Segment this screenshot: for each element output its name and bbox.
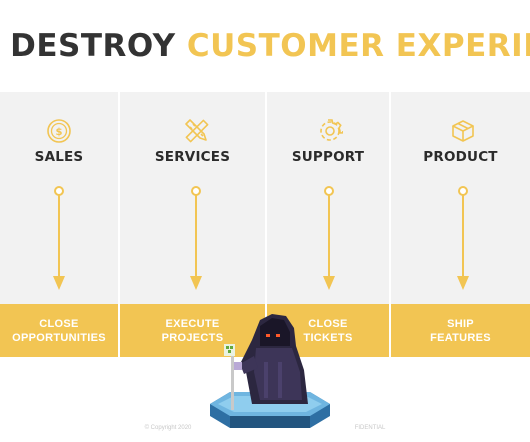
down-arrow-icon bbox=[190, 186, 202, 290]
column-action-sales: CLOSE OPPORTUNITIES bbox=[0, 304, 118, 357]
column-title-sales: SALES bbox=[34, 149, 84, 165]
pencil-ruler-icon bbox=[185, 119, 209, 143]
column-title-support: SUPPORT bbox=[291, 149, 365, 165]
column-title-product: PRODUCT bbox=[423, 149, 498, 165]
headline-dark-text: S DESTROY bbox=[0, 28, 176, 64]
dollar-coin-icon: $ bbox=[47, 119, 71, 143]
down-arrow-icon bbox=[323, 186, 335, 290]
gear-icon bbox=[320, 119, 343, 141]
column-title-services: SERVICES bbox=[154, 149, 231, 165]
svg-text:$: $ bbox=[56, 127, 63, 138]
footer-right-text: FIDENTIAL bbox=[354, 425, 386, 431]
column-sales: $ SALES CLOSE OPPORTUNITIES bbox=[0, 92, 118, 357]
column-support: SUPPORT CLOSE TICKETS bbox=[267, 92, 389, 357]
column-action-product: SHIP FEATURES bbox=[391, 304, 530, 357]
headline-accent-text: CUSTOMER EXPERIE bbox=[186, 28, 530, 64]
column-action-services: EXECUTE PROJECTS bbox=[120, 304, 265, 357]
down-arrow-icon bbox=[53, 186, 65, 290]
column-product: PRODUCT SHIP FEATURES bbox=[391, 92, 530, 357]
footer-copyright: © Copyright 2020 FIDENTIAL bbox=[0, 425, 530, 431]
down-arrow-icon bbox=[457, 186, 469, 290]
box-icon bbox=[452, 120, 474, 142]
slide-headline: S DESTROY CUSTOMER EXPERIE bbox=[0, 26, 530, 66]
hooded-reaper-sprite-icon bbox=[210, 314, 330, 428]
footer-left-text: © Copyright 2020 bbox=[144, 425, 192, 431]
department-columns: $ SALES CLOSE OPPORTUNITIES SERVICES E bbox=[0, 92, 530, 357]
column-services: SERVICES EXECUTE PROJECTS bbox=[120, 92, 265, 357]
